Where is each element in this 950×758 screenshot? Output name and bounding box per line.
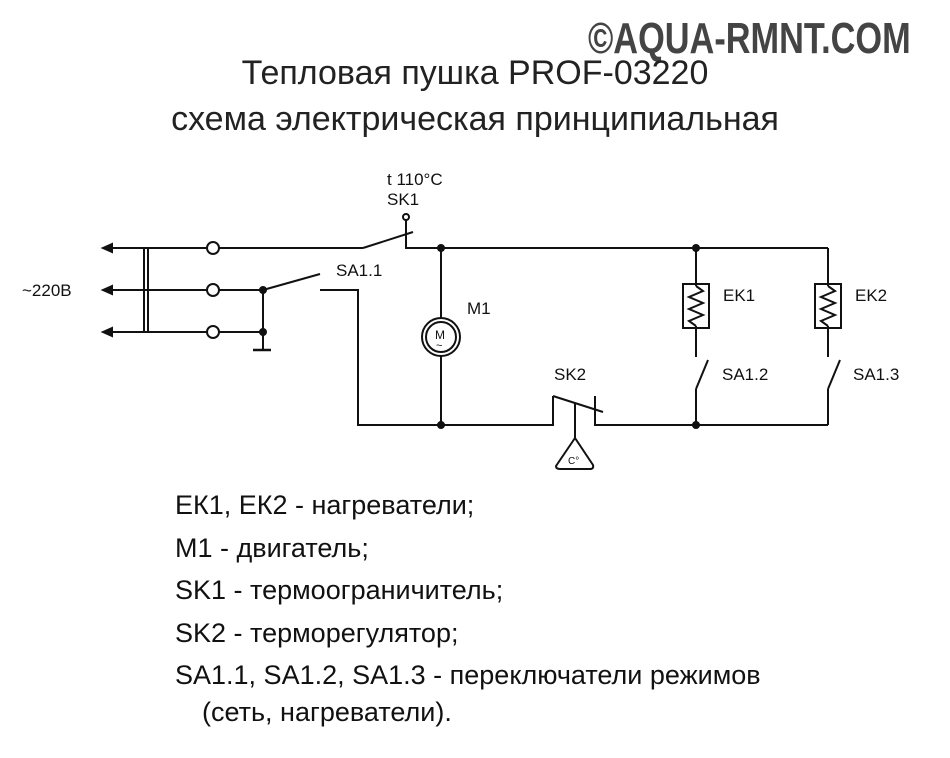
m1-label: M1 bbox=[467, 299, 491, 318]
temperature-sensor-icon bbox=[554, 436, 595, 470]
legend-item: SK1 - термоограничитель; bbox=[175, 575, 504, 605]
sa1-2-label: SA1.2 bbox=[722, 365, 768, 384]
motor-symbol: M bbox=[435, 328, 445, 342]
thermostat-sk2 bbox=[441, 395, 828, 470]
sa1-1-label: SA1.1 bbox=[336, 261, 382, 280]
legend: ЕК1, ЕК2 - нагреватели; М1 - двигатель; … bbox=[175, 484, 761, 727]
legend-item: М1 - двигатель; bbox=[175, 532, 369, 563]
title-line-2: схема электрическая принципиальная bbox=[171, 100, 779, 138]
watermark: ©AQUA-RMNT.COM bbox=[588, 14, 911, 63]
legend-item: SK2 - терморегулятор; bbox=[175, 617, 459, 648]
arrow-icon bbox=[100, 284, 113, 296]
ek1-label: EK1 bbox=[723, 286, 755, 305]
sa1-3-label: SA1.3 bbox=[853, 365, 899, 384]
legend-item: SA1.1, SA1.2, SA1.3 - переключатели режи… bbox=[175, 660, 761, 690]
resistor-icon bbox=[686, 285, 706, 327]
arrow-icon bbox=[100, 326, 113, 338]
switch-sa1-1 bbox=[219, 273, 441, 426]
sk1-label: SK1 bbox=[387, 190, 419, 209]
legend-item-continuation: (сеть, нагреватели). bbox=[202, 696, 452, 727]
thermal-cutoff-sk1 bbox=[219, 213, 828, 249]
legend-item: ЕК1, ЕК2 - нагреватели; bbox=[175, 490, 475, 520]
supply-label: ~220В bbox=[22, 281, 72, 300]
heater-ek2-branch bbox=[814, 248, 842, 425]
motor-m1 bbox=[421, 244, 461, 429]
arrow-icon bbox=[100, 242, 113, 254]
sensor-label: C° bbox=[568, 456, 579, 467]
ek2-label: EK2 bbox=[855, 286, 887, 305]
resistor-icon bbox=[818, 285, 838, 327]
heater-ek1-branch bbox=[682, 244, 710, 429]
sk2-label: SK2 bbox=[554, 365, 586, 384]
title-line-1: Тепловая пушка PROF-03220 bbox=[241, 54, 709, 92]
motor-ac-symbol: ~ bbox=[436, 340, 442, 352]
supply-terminals bbox=[100, 241, 220, 339]
sk1-temp-label: t 110°C bbox=[387, 170, 443, 189]
